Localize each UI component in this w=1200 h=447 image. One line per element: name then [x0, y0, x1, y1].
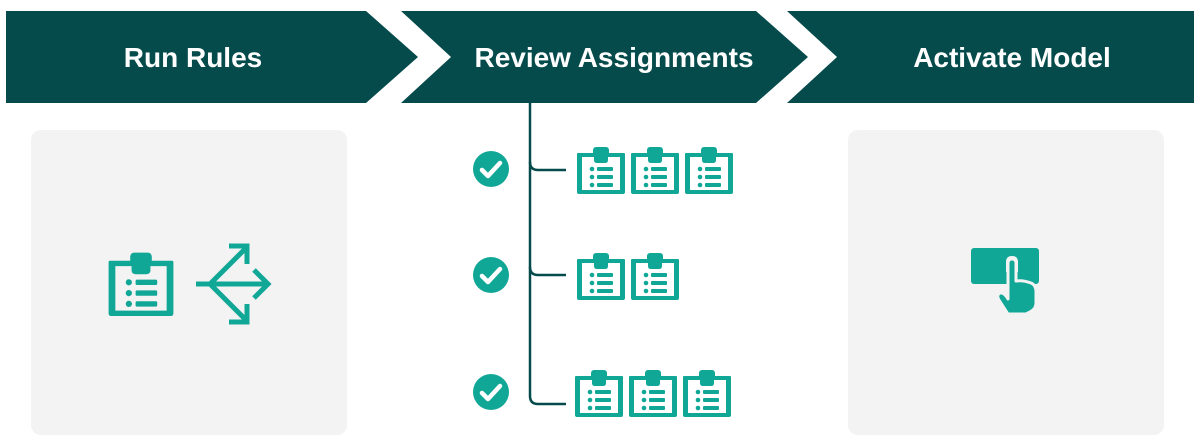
- run-rules-panel: [31, 130, 347, 435]
- step-banner-activate-model: [787, 11, 1194, 103]
- clipboard-list-icon: [629, 370, 677, 417]
- review-status-check-3: [473, 374, 509, 410]
- clipboard-list-icon: [631, 147, 679, 194]
- step-label-run-rules: Run Rules: [124, 42, 262, 73]
- clipboard-list-icon: [577, 147, 625, 194]
- review-status-check-2: [473, 257, 509, 293]
- split-arrows-icon: [196, 243, 272, 325]
- step-label-review-assignments: Review Assignments: [474, 42, 753, 73]
- clipboard-list-icon: [575, 370, 623, 417]
- clipboard-list-icon: [683, 370, 731, 417]
- clipboard-list-icon: [577, 253, 625, 300]
- review-tree-connector: [528, 103, 566, 406]
- clipboard-list-icon: [685, 147, 733, 194]
- clipboard-list-icon: [631, 253, 679, 300]
- review-group-1: [577, 147, 733, 194]
- touch-button-icon: [971, 248, 1039, 316]
- step-banner-run-rules: [6, 11, 418, 103]
- review-group-3: [575, 370, 731, 417]
- step-banner-review-assignments: [401, 11, 808, 103]
- review-group-2: [577, 253, 679, 300]
- review-status-check-1: [473, 151, 509, 187]
- step-label-activate-model: Activate Model: [913, 42, 1111, 73]
